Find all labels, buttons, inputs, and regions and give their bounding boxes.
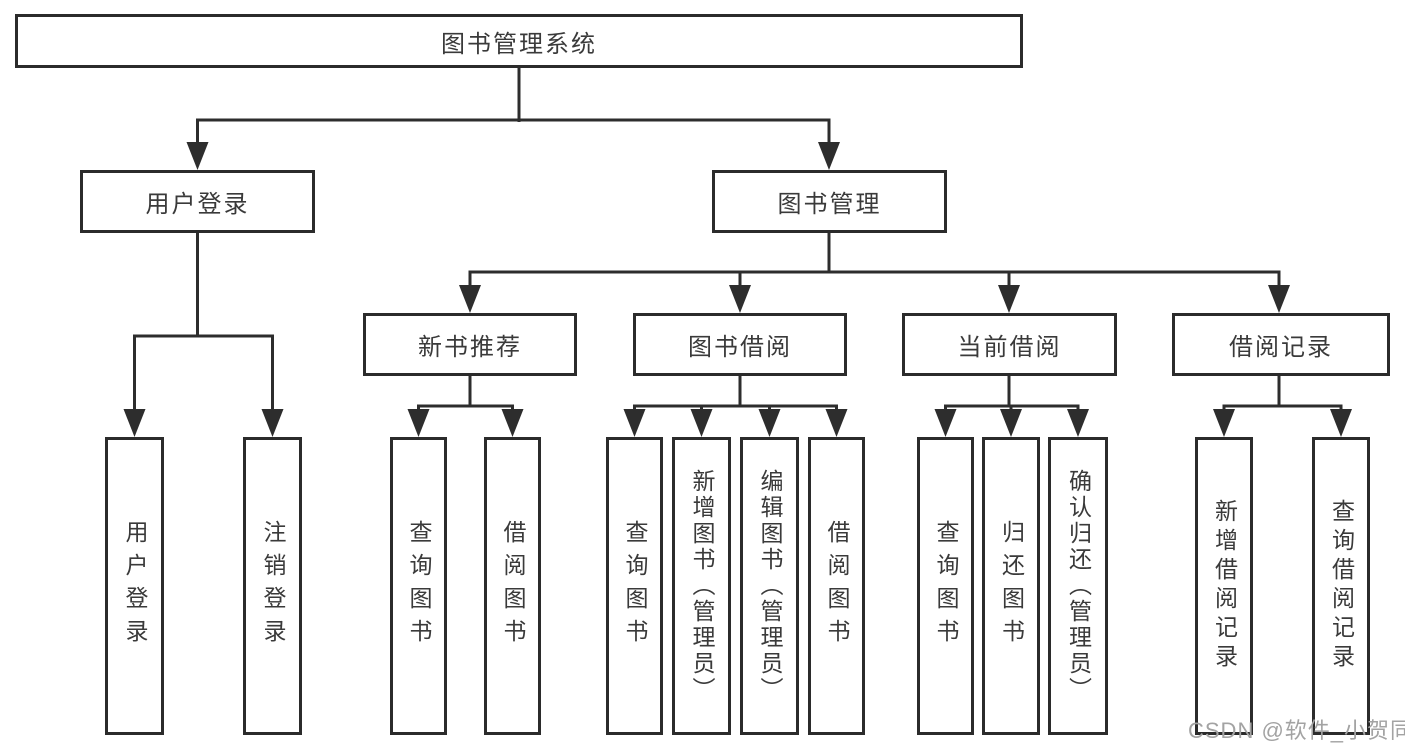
leaf-label: 注销登录: [260, 520, 286, 652]
node-label: 图书管理: [777, 191, 882, 218]
leaf-label: 用户登录: [122, 520, 148, 652]
node-label: 用户登录: [145, 191, 250, 218]
leaf-user-login: 用户登录: [105, 437, 164, 735]
leaf-borrow-books-borrowing: 借阅图书: [808, 437, 865, 735]
leaf-add-borrow-record: 新增借阅记录: [1195, 437, 1253, 735]
leaf-add-book-admin: 新增图书（管理员）: [672, 437, 731, 735]
leaf-return-book: 归还图书: [982, 437, 1040, 735]
leaf-label: 查询图书: [406, 520, 432, 652]
leaf-label: 归还图书: [998, 520, 1025, 652]
node-current-borrowing: 当前借阅: [902, 313, 1117, 376]
node-label: 当前借阅: [957, 334, 1062, 361]
node-label: 新书推荐: [418, 334, 522, 361]
node-new-book-recommendation: 新书推荐: [363, 313, 577, 376]
leaf-query-borrow-record: 查询借阅记录: [1312, 437, 1370, 735]
leaf-query-books-current: 查询图书: [917, 437, 974, 735]
leaf-query-books-recommend: 查询图书: [390, 437, 447, 735]
leaf-label: 查询图书: [622, 520, 648, 652]
node-label: 图书借阅: [688, 334, 792, 361]
node-label: 图书管理系统: [441, 30, 597, 58]
node-user-login: 用户登录: [80, 170, 315, 233]
leaf-label: 确认归还（管理员）: [1065, 469, 1092, 703]
leaf-logout: 注销登录: [243, 437, 302, 735]
leaf-edit-book-admin: 编辑图书（管理员）: [740, 437, 799, 735]
node-label: 借阅记录: [1229, 334, 1333, 361]
leaf-label: 借阅图书: [824, 520, 850, 652]
leaf-label: 新增借阅记录: [1211, 499, 1238, 673]
leaf-label: 借阅图书: [500, 520, 526, 652]
node-library-management-system: 图书管理系统: [15, 14, 1023, 68]
leaf-label: 编辑图书（管理员）: [757, 469, 783, 703]
node-book-management: 图书管理: [712, 170, 947, 233]
leaf-label: 查询借阅记录: [1328, 499, 1355, 673]
leaf-label: 新增图书（管理员）: [689, 469, 715, 703]
node-borrowing-records: 借阅记录: [1172, 313, 1390, 376]
csdn-watermark: CSDN @软件_小贺同学: [1188, 718, 1405, 743]
leaf-query-books-borrowing: 查询图书: [606, 437, 663, 735]
leaf-confirm-return-admin: 确认归还（管理员）: [1048, 437, 1108, 735]
leaf-borrow-books-recommend: 借阅图书: [484, 437, 541, 735]
leaf-label: 查询图书: [933, 520, 959, 652]
node-book-borrowing: 图书借阅: [633, 313, 847, 376]
